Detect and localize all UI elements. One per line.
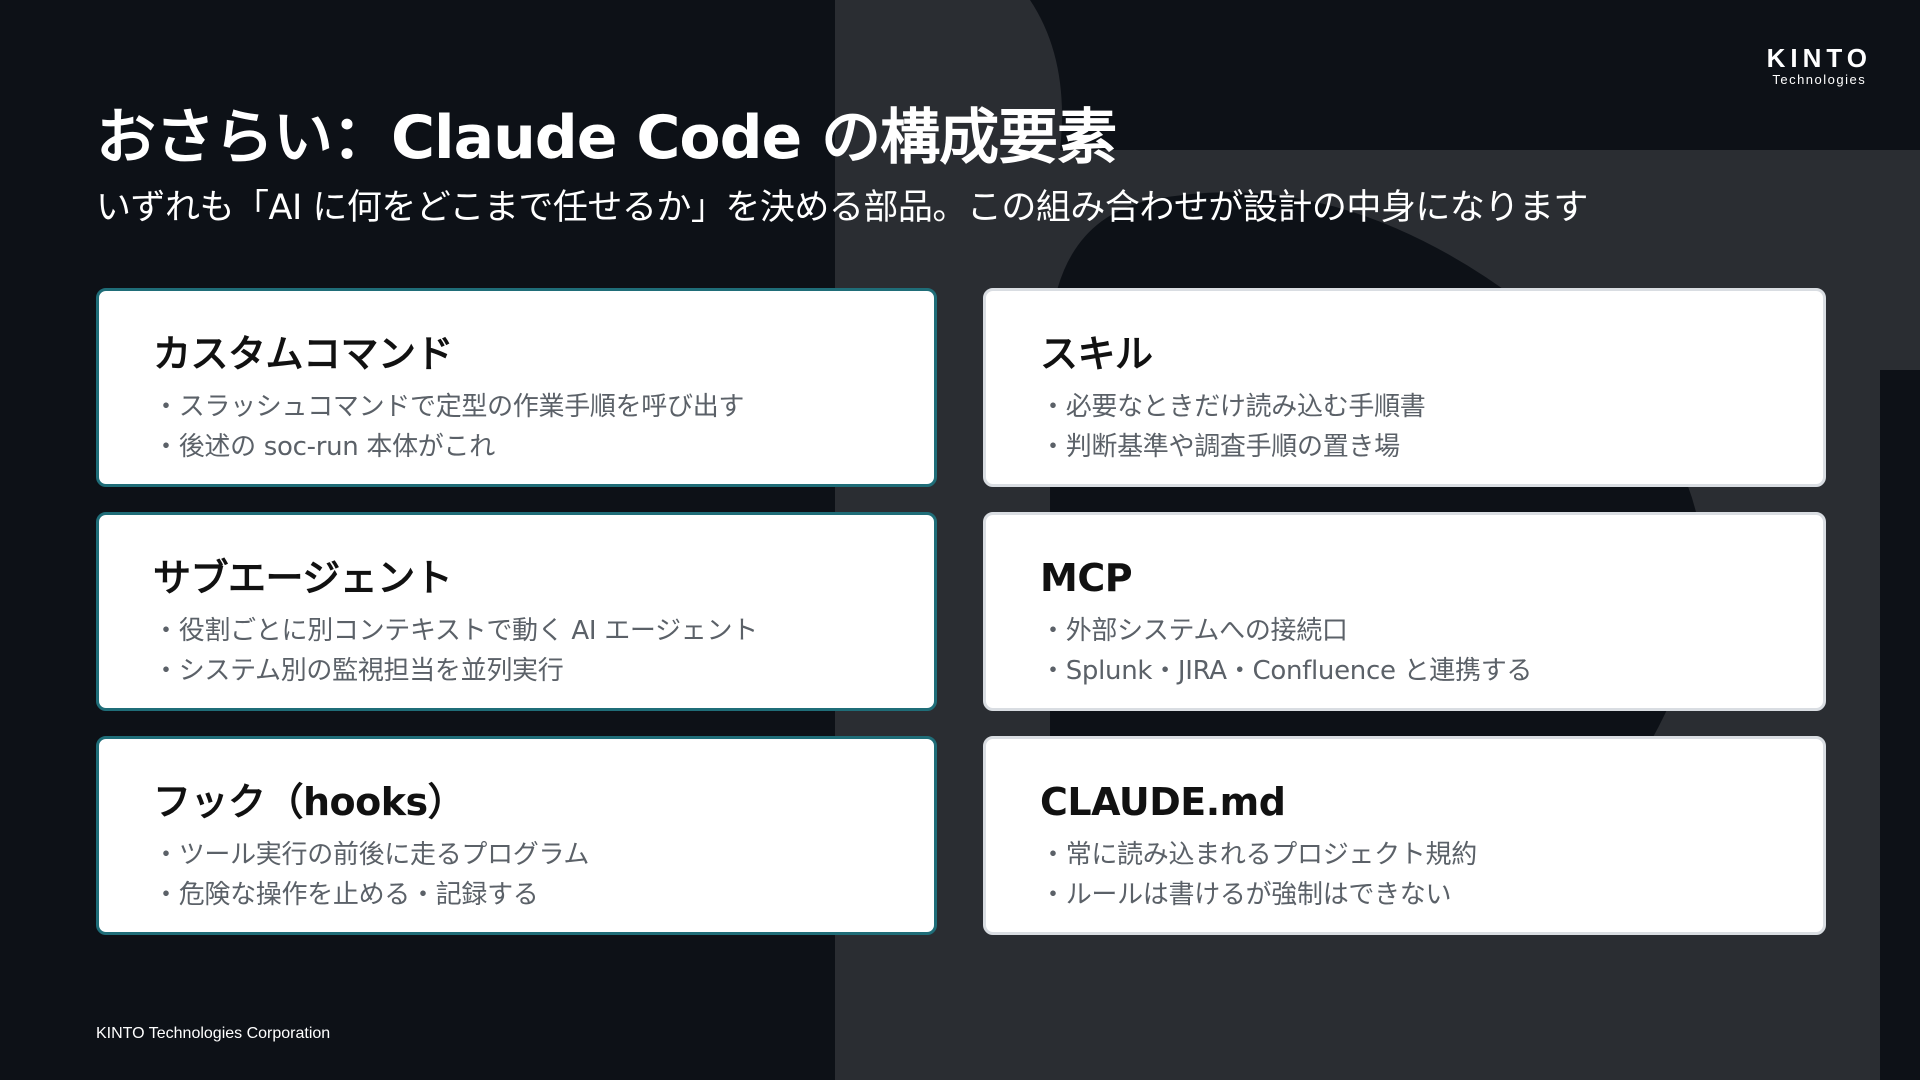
footer-company: KINTO Technologies Corporation [96, 1025, 331, 1042]
card-custom-commands: カスタムコマンド スラッシュコマンドで定型の作業手順を呼び出す 後述の soc-… [96, 288, 937, 487]
card-bullet-list: 常に読み込まれるプロジェクト規約 ルールは書けるが強制はできない [1040, 835, 1823, 915]
card-claude-md: CLAUDE.md 常に読み込まれるプロジェクト規約 ルールは書けるが強制はでき… [983, 736, 1826, 935]
bullet-item: システム別の監視担当を並列実行 [153, 651, 934, 691]
bullet-item: 常に読み込まれるプロジェクト規約 [1040, 835, 1823, 875]
bullet-item: 後述の soc-run 本体がこれ [153, 427, 934, 467]
card-mcp: MCP 外部システムへの接続口 Splunk・JIRA・Confluence と… [983, 512, 1826, 711]
card-title: カスタムコマンド [153, 332, 454, 376]
card-title: スキル [1040, 332, 1153, 376]
card-title: CLAUDE.md [1040, 780, 1286, 824]
kinto-logo: KINTO Technologies [1767, 44, 1872, 88]
slide-title: おさらい：Claude Code の構成要素 [96, 103, 1117, 173]
slide-subtitle: いずれも「AI に何をどこまで任せるか」を決める部品。この組み合わせが設計の中身… [96, 188, 1588, 228]
logo-main-text: KINTO [1766, 43, 1872, 73]
card-title: MCP [1040, 556, 1133, 600]
bullet-item: 必要なときだけ読み込む手順書 [1040, 387, 1823, 427]
logo-sub-text: Technologies [1772, 72, 1867, 87]
bullet-item: ルールは書けるが強制はできない [1040, 875, 1823, 915]
card-hooks: フック（hooks） ツール実行の前後に走るプログラム 危険な操作を止める・記録… [96, 736, 937, 935]
bullet-item: 判断基準や調査手順の置き場 [1040, 427, 1823, 467]
bullet-item: 役割ごとに別コンテキストで動く AI エージェント [153, 611, 934, 651]
bullet-item: ツール実行の前後に走るプログラム [153, 835, 934, 875]
card-bullet-list: 外部システムへの接続口 Splunk・JIRA・Confluence と連携する [1040, 611, 1823, 691]
card-title: サブエージェント [153, 556, 453, 600]
card-bullet-list: 役割ごとに別コンテキストで動く AI エージェント システム別の監視担当を並列実… [153, 611, 934, 691]
card-bullet-list: ツール実行の前後に走るプログラム 危険な操作を止める・記録する [153, 835, 934, 915]
card-bullet-list: スラッシュコマンドで定型の作業手順を呼び出す 後述の soc-run 本体がこれ [153, 387, 934, 467]
card-title: フック（hooks） [153, 780, 466, 824]
bullet-item: 外部システムへの接続口 [1040, 611, 1823, 651]
bullet-item: 危険な操作を止める・記録する [153, 875, 934, 915]
card-bullet-list: 必要なときだけ読み込む手順書 判断基準や調査手順の置き場 [1040, 387, 1823, 467]
bullet-item: Splunk・JIRA・Confluence と連携する [1040, 651, 1823, 691]
card-skills: スキル 必要なときだけ読み込む手順書 判断基準や調査手順の置き場 [983, 288, 1826, 487]
bullet-item: スラッシュコマンドで定型の作業手順を呼び出す [153, 387, 934, 427]
card-subagents: サブエージェント 役割ごとに別コンテキストで動く AI エージェント システム別… [96, 512, 937, 711]
